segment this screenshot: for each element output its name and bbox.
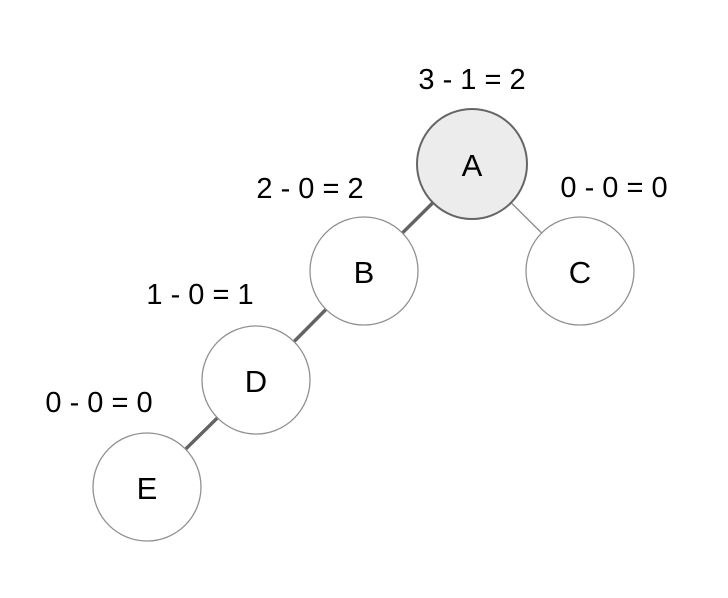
- node-d-circle: [201, 325, 311, 435]
- balance-labels: 3 - 1 = 2 2 - 0 = 2 0 - 0 = 0 1 - 0 = 1 …: [45, 64, 667, 419]
- balance-label-a: 3 - 1 = 2: [418, 64, 525, 96]
- node-e-label: E: [137, 471, 158, 506]
- node-e-circle: [92, 432, 202, 542]
- node-a-circle: [416, 108, 528, 220]
- balance-label-c: 0 - 0 = 0: [560, 172, 667, 204]
- nodes: A B C D E: [92, 108, 635, 542]
- balance-label-d: 1 - 0 = 1: [146, 279, 253, 311]
- balance-label-e: 0 - 0 = 0: [45, 387, 152, 419]
- node-b-circle: [309, 216, 419, 326]
- node-c-circle: [525, 216, 635, 326]
- node-d-label: D: [245, 364, 267, 399]
- node-a-label: A: [462, 148, 483, 183]
- node-c-label: C: [569, 255, 591, 290]
- node-b-label: B: [354, 255, 375, 290]
- balance-label-b: 2 - 0 = 2: [256, 173, 363, 205]
